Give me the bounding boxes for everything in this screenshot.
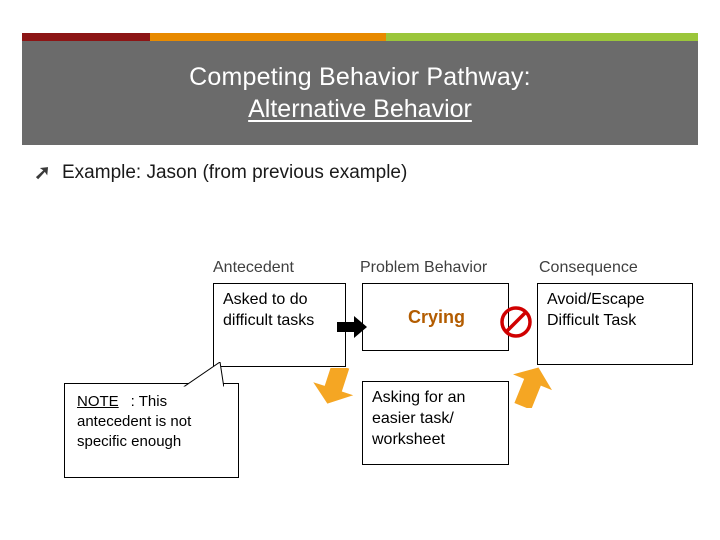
title-accent-bars	[22, 33, 698, 41]
accent-bar-orange	[150, 33, 386, 41]
bullet-item: ➚ Example: Jason (from previous example)	[34, 160, 674, 186]
page-subtitle: Alternative Behavior	[248, 95, 472, 123]
column-header-consequence: Consequence	[539, 259, 638, 276]
problem-behavior-box: Crying	[362, 283, 509, 351]
consequence-box: Avoid/Escape Difficult Task	[537, 283, 693, 365]
page-title: Competing Behavior Pathway:	[189, 63, 531, 91]
column-header-antecedent: Antecedent	[213, 259, 294, 276]
note-label: NOTE	[77, 393, 119, 410]
right-arrow-icon	[337, 316, 367, 338]
note-callout-tail	[182, 362, 224, 388]
note-callout-box: NOTE: This antecedent is not specific en…	[64, 383, 239, 478]
orange-arrow-down-right-icon	[313, 368, 354, 404]
accent-bar-dark-red	[22, 33, 150, 41]
note-text: : This antecedent is not specific enough	[77, 393, 192, 450]
no-entry-icon	[500, 306, 532, 338]
alternative-behavior-box: Asking for an easier task/ worksheet	[362, 381, 509, 465]
orange-arrow-up-right-icon	[513, 367, 552, 408]
antecedent-box: Asked to do difficult tasks	[213, 283, 346, 367]
slide-title-band: Competing Behavior Pathway: Alternative …	[22, 41, 698, 145]
bullet-item-label: Example: Jason (from previous example)	[62, 162, 408, 183]
accent-bar-green	[386, 33, 698, 41]
column-header-problem: Problem Behavior	[360, 259, 488, 276]
arrow-bullet-icon: ➚	[34, 162, 51, 184]
